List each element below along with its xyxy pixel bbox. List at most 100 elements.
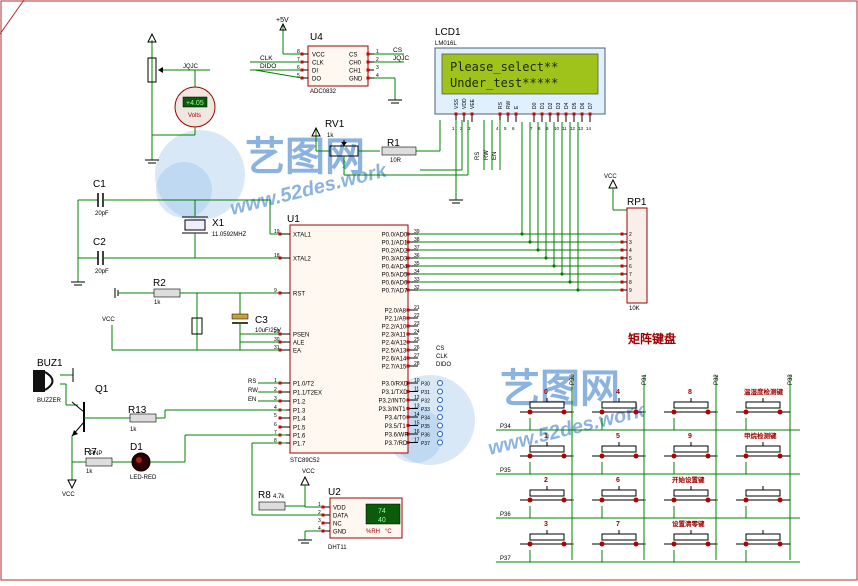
mcu-pin-label-17: P3.7/RD <box>385 441 408 447</box>
mcu-pin-label-22: P2.1/A9 <box>385 317 407 323</box>
keypad-key-r0c2[interactable]: 8 <box>664 389 718 430</box>
mcu-net-p34: P34 <box>421 416 430 422</box>
mcu-net-p36: P36 <box>421 433 430 439</box>
mcu-pin-label-5: P1.4 <box>293 417 306 423</box>
lcd-module[interactable]: LCD1 LM016L Please_select** Under_test**… <box>434 27 606 131</box>
dht-vcc-label: VCC <box>302 469 315 475</box>
lcd-pin-d2-marker <box>548 112 552 116</box>
lcd-pin-label-vss: VSS <box>454 98 460 109</box>
mcu-pin-label-19: XTAL1 <box>293 233 312 239</box>
lcd-pin-label-d3: D3 <box>556 102 562 109</box>
mcu-pin-39-marker <box>406 232 410 236</box>
voltmeter-unit: Volts <box>188 113 201 119</box>
gas-sensor-circuit[interactable]: JQJC +4.05 Volts <box>145 32 216 164</box>
key-button-icon <box>673 533 709 541</box>
lcd-pin-num: 7 <box>530 126 533 131</box>
mcu-pin-label-3: P1.2 <box>293 400 306 406</box>
keypad-key-label: 3 <box>544 521 548 528</box>
adc-part: ADC0832 <box>310 89 337 95</box>
adc-net-jqjc: JQJC <box>393 55 410 62</box>
key-button-icon <box>529 489 565 497</box>
lcd-pin-label-vdd: VDD <box>462 98 468 109</box>
sensor-supply-arrow-icon <box>147 32 157 43</box>
keypad-key-r0c1[interactable]: 4 <box>592 389 646 430</box>
lcd-pin-num: 10 <box>554 126 560 131</box>
adc-pin-num: 3 <box>376 65 379 71</box>
rp1-pin-num: 6 <box>629 264 632 270</box>
mcu-pin-label-34: P0.5/AD5 <box>382 273 408 279</box>
mcu-pin-label-14: P3.4/T0 <box>385 416 407 422</box>
dht-unit-label: %RH <box>366 529 380 535</box>
keypad-key-r0c0[interactable]: 0 <box>520 389 574 430</box>
lcd-pin-label-d5: D5 <box>572 102 578 109</box>
lcd-part: LM016L <box>435 41 457 47</box>
mcu-pin-label-6: P1.5 <box>293 426 306 432</box>
key-button-icon <box>745 489 781 497</box>
lcd-pin-num: 14 <box>586 126 592 131</box>
keypad-key-r2c3[interactable] <box>736 486 790 518</box>
rp1-pin-num: 5 <box>629 256 632 262</box>
x1-ref: X1 <box>212 218 225 229</box>
lcd-line2: Under_test***** <box>450 76 558 90</box>
keypad-key-r1c1[interactable]: 5 <box>592 433 646 474</box>
adc-net-clk: CLK <box>260 55 273 62</box>
keypad-title: 矩阵键盘 <box>627 331 676 346</box>
mcu-pin-label-9: RST <box>293 292 305 298</box>
x1-icon <box>184 219 206 231</box>
mcu-net-p37: P37 <box>421 441 430 447</box>
dht-unit-label-temp: °C <box>385 529 392 535</box>
rp1-value: 10K <box>629 306 640 312</box>
keypad-key-r3c2[interactable]: 设置清零键 <box>664 519 718 562</box>
x1-value: 11.0592MHZ <box>212 232 247 238</box>
adc-pin-label-ch1: CH1 <box>349 69 362 75</box>
mcu-pin-32-marker <box>406 288 410 292</box>
reset-button-icon[interactable] <box>191 317 203 335</box>
lcd-pin-d7-marker <box>588 112 592 116</box>
mcu-net-cs: CS <box>436 346 444 352</box>
keypad-key-label: 开始设置键 <box>672 475 705 484</box>
rp1-pin-num: 7 <box>629 272 632 278</box>
keypad-key-r2c2[interactable]: 开始设置键 <box>664 475 718 518</box>
voltmeter-net-label: JQJC <box>183 64 199 70</box>
mcu-pin-num: 4 <box>274 405 277 411</box>
keypad-col-net-p32: P32 <box>714 374 720 385</box>
keypad-key-r1c2[interactable]: 9 <box>664 433 718 474</box>
keypad-key-r0c3[interactable]: 温湿度检测键 <box>736 387 790 430</box>
keypad-key-r3c0[interactable]: 3 <box>520 521 574 562</box>
keypad-key-r3c3[interactable] <box>736 530 790 562</box>
lcd-pin-num: 3 <box>468 126 471 131</box>
adc-pin-ch1-marker <box>366 68 370 72</box>
lcd-net-en: EN <box>492 152 498 160</box>
lcd-pin-e-marker <box>514 112 518 116</box>
keypad-row-net-p36: P36 <box>500 512 511 518</box>
reset-circuit[interactable]: R2 1k C3 10uF/25V VCC <box>102 278 286 351</box>
keypad-key-r1c0[interactable]: 1 <box>520 433 574 474</box>
keypad-row-net-p35: P35 <box>500 468 511 474</box>
mcu-pin-label-12: P3.2/INT0 <box>379 399 407 405</box>
vcc-arrow-icon <box>279 22 287 31</box>
dht-temp-value: 74 <box>378 508 386 515</box>
keypad-key-r1c3[interactable]: 甲烷检测键 <box>736 431 790 474</box>
r1-resistor[interactable]: R1 10R <box>381 120 441 164</box>
keypad-key-r2c0[interactable]: 2 <box>520 477 574 518</box>
adc-ref: U4 <box>310 32 323 43</box>
mcu-pin-num: 5 <box>274 413 277 419</box>
key-button-icon <box>745 401 781 409</box>
adc-net-dido: DIDO <box>260 63 276 70</box>
adc-pin-num: 8 <box>297 49 300 55</box>
dht-vcc-arrow-icon <box>300 475 310 486</box>
lcd-data-bus <box>414 122 622 292</box>
crystal-circuit[interactable]: C1 20pF C2 20pF X1 11.0592MHZ <box>71 179 286 286</box>
keypad-key-r2c1[interactable]: 6 <box>592 477 646 518</box>
mcu-stc89c52[interactable]: U1 STC89C52 XTAL119XTAL218RST9PSEN29ALE3… <box>240 214 451 464</box>
c3-icon <box>231 313 249 320</box>
keypad-key-r3c1[interactable]: 7 <box>592 521 646 562</box>
q1-part: PNP <box>90 451 102 457</box>
r13-ref: R13 <box>128 405 147 416</box>
buzzer-circuit[interactable]: BUZ1 BUZZER Q1 PNP VCC R13 1k R7 1k D1 L… <box>33 358 286 498</box>
